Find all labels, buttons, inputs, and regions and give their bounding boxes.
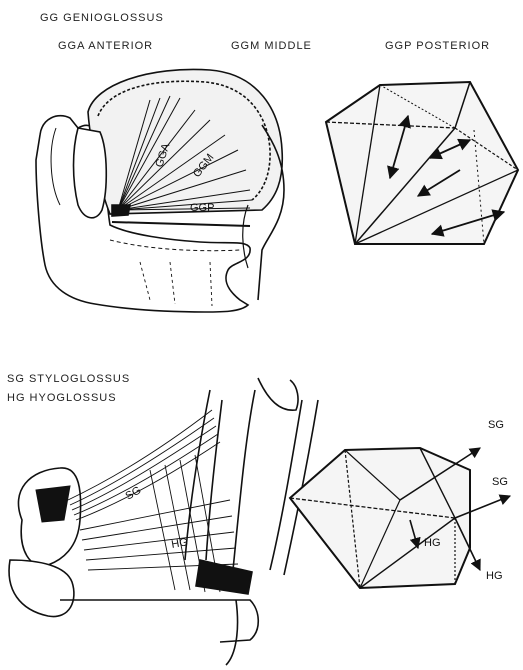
label-hg-inner: HG <box>424 537 441 549</box>
label-sg-lower: SG <box>492 476 508 488</box>
label-ggp: GGP <box>190 202 214 214</box>
label-sg-drawing: SG <box>124 484 144 502</box>
label-sg-upper: SG <box>488 419 504 431</box>
styloglossus-hyoglossus-drawing <box>9 378 318 665</box>
genioglossus-polyhedron-diagram <box>326 82 518 244</box>
styloglossus-hyoglossus-polyhedron <box>290 448 510 588</box>
genioglossus-sagittal-drawing <box>36 69 284 312</box>
label-hg-lower: HG <box>486 570 503 582</box>
